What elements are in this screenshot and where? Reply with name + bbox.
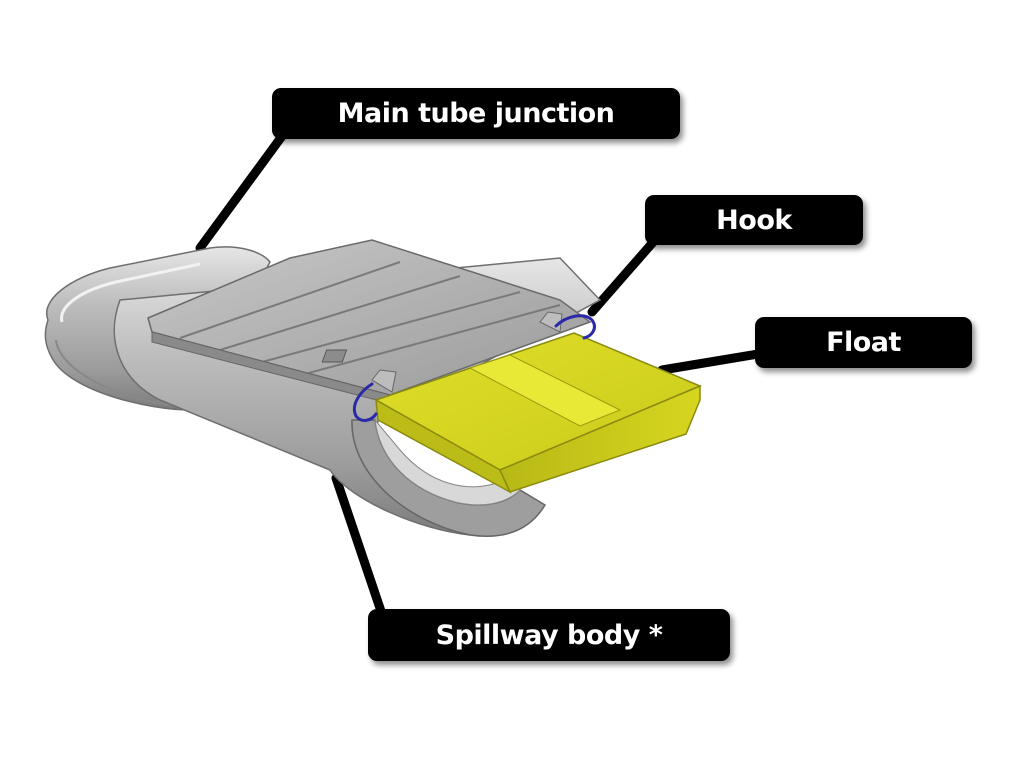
hook-back (554, 314, 596, 340)
float (374, 332, 702, 494)
leader-spillway-body (331, 473, 389, 625)
hooks (353, 314, 596, 422)
leader-hook (587, 227, 667, 317)
leader-float (657, 347, 775, 375)
label-main-tube-junction: Main tube junction (272, 88, 680, 139)
label-spillway-body: Spillway body * (368, 609, 730, 661)
label-hook: Hook (645, 195, 863, 245)
label-float: Float (755, 317, 972, 368)
leader-lines (195, 123, 775, 625)
hook-front (353, 382, 378, 422)
leader-main-tube-junction (195, 123, 293, 253)
